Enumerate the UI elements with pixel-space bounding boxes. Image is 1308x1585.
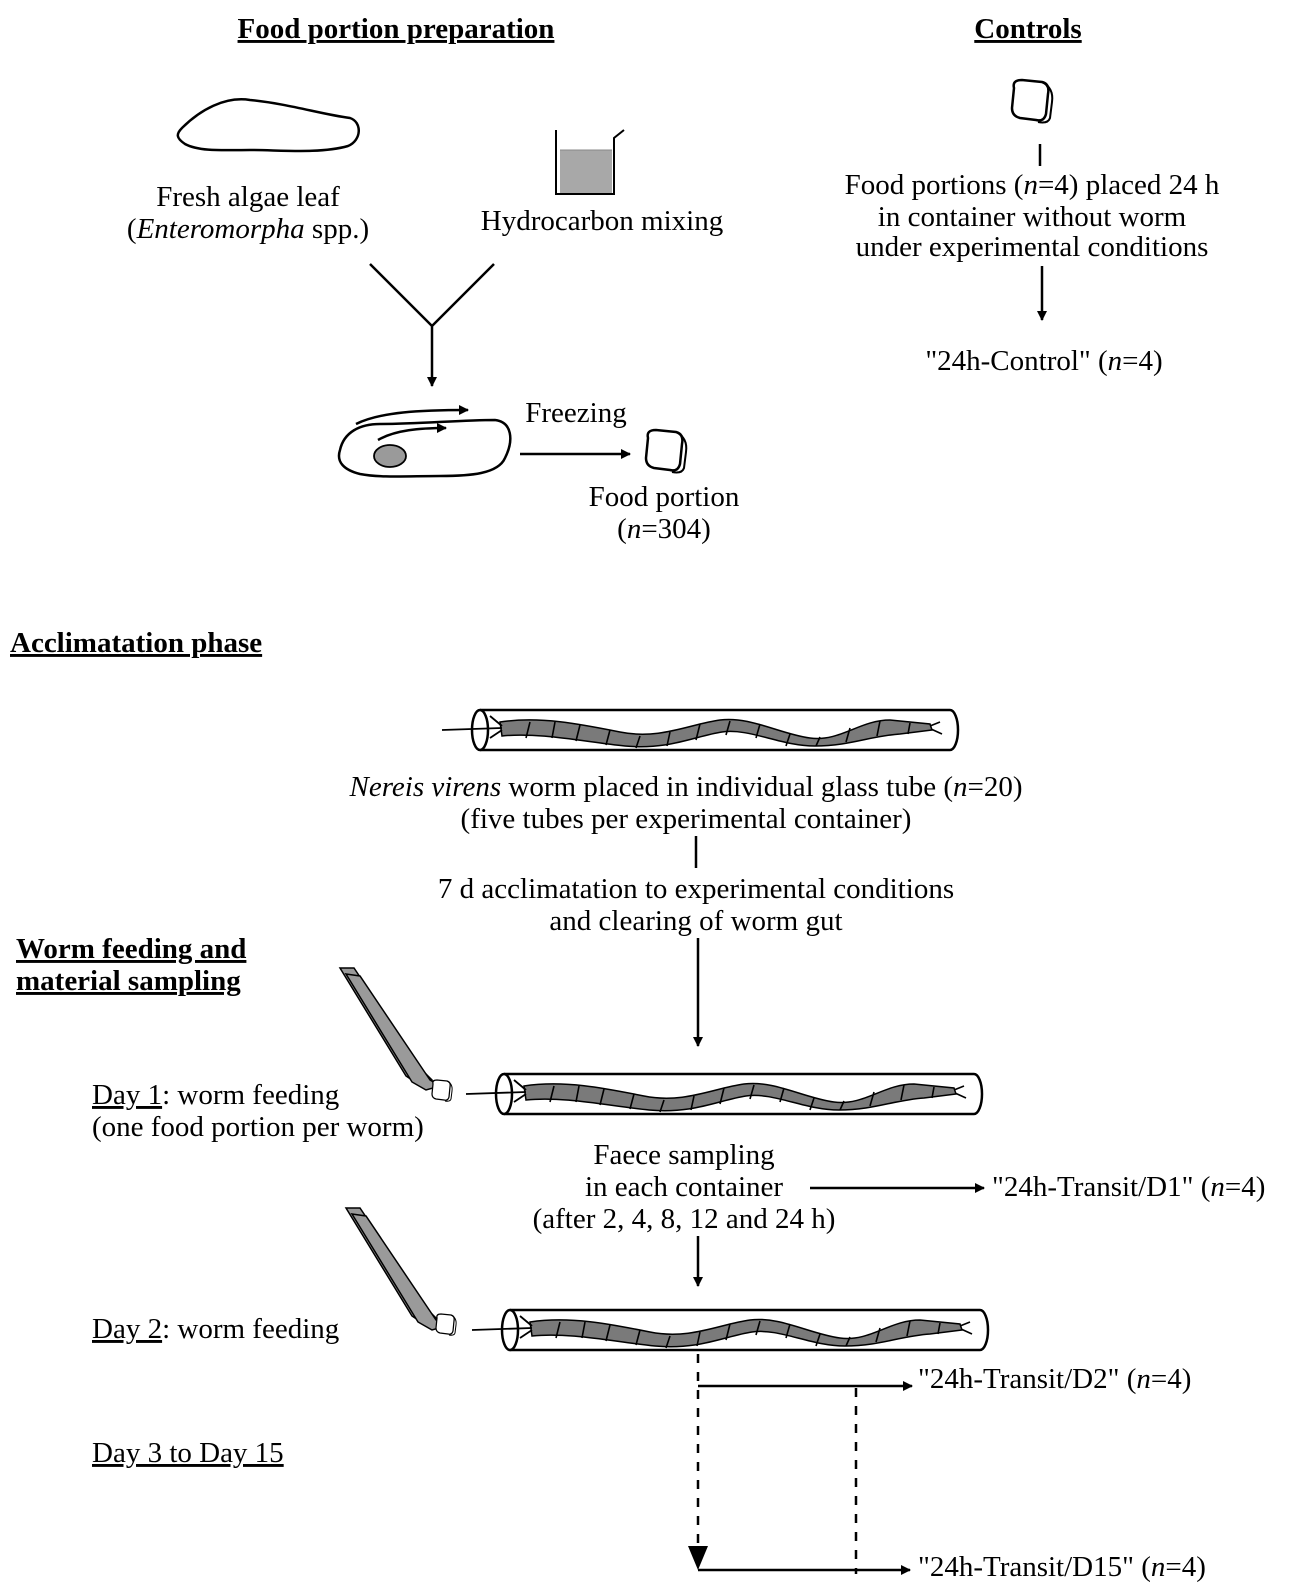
portion-label-line1: Food portion: [589, 481, 740, 513]
worm-tube-icon: [440, 708, 960, 752]
day1-tweezers-icon: [339, 967, 441, 1091]
merge-connector: [369, 263, 495, 386]
controls-line1: Food portions (n=4) placed 24 h: [845, 169, 1220, 201]
controls-heading: Controls: [974, 13, 1081, 45]
tube-label-line2: (five tubes per experimental container): [461, 803, 912, 835]
day3-label: Day 3 to Day 15: [92, 1437, 284, 1469]
day2-food-portion-icon: [435, 1313, 457, 1336]
d1-result: "24h-Transit/D1" (n=4): [992, 1171, 1265, 1203]
faece-line2: in each container: [585, 1171, 783, 1203]
day2-label: Day 2: worm feeding: [92, 1313, 339, 1345]
acclimatation-line1: 7 d acclimatation to experimental condit…: [438, 873, 954, 905]
beaker-icon: [555, 129, 625, 195]
food-portion-icon: [644, 428, 688, 474]
mixed-leaf-icon: [337, 405, 512, 478]
freezing-label: Freezing: [525, 397, 626, 429]
day2-tweezers-icon: [345, 1207, 447, 1331]
algae-label-line2: (Enteromorpha spp.): [127, 213, 369, 245]
day1-label: Day 1: worm feeding: [92, 1079, 339, 1111]
loop-down-arrowhead: [688, 1546, 708, 1570]
day1-label-line2: (one food portion per worm): [92, 1111, 424, 1143]
acclimatation-line2: and clearing of worm gut: [549, 905, 842, 937]
faece-line1: Faece sampling: [593, 1139, 774, 1171]
day1-food-portion-icon: [431, 1079, 453, 1102]
portion-label-line2: (n=304): [617, 513, 711, 545]
control-result: "24h-Control" (n=4): [925, 345, 1162, 377]
day2-worm-tube-icon: [470, 1308, 990, 1352]
food-prep-heading: Food portion preparation: [238, 13, 555, 45]
day1-worm-tube-icon: [464, 1072, 984, 1116]
tube-label-line1: Nereis virens worm placed in individual …: [348, 771, 1022, 803]
faece-line3: (after 2, 4, 8, 12 and 24 h): [533, 1203, 836, 1235]
feeding-heading-line2: material sampling: [16, 965, 241, 997]
controls-line3: under experimental conditions: [856, 231, 1209, 263]
d15-result: "24h-Transit/D15" (n=4): [918, 1551, 1206, 1583]
mixing-label: Hydrocarbon mixing: [481, 205, 723, 237]
algae-label-line1: Fresh algae leaf: [156, 181, 340, 213]
acclimatation-heading: Acclimatation phase: [10, 627, 262, 659]
control-food-portion-icon: [1010, 78, 1054, 124]
algae-leaf-icon: [176, 98, 360, 153]
feeding-heading-line1: Worm feeding and: [16, 933, 246, 965]
controls-line2: in container without worm: [878, 201, 1187, 233]
d2-result: "24h-Transit/D2" (n=4): [918, 1363, 1191, 1395]
